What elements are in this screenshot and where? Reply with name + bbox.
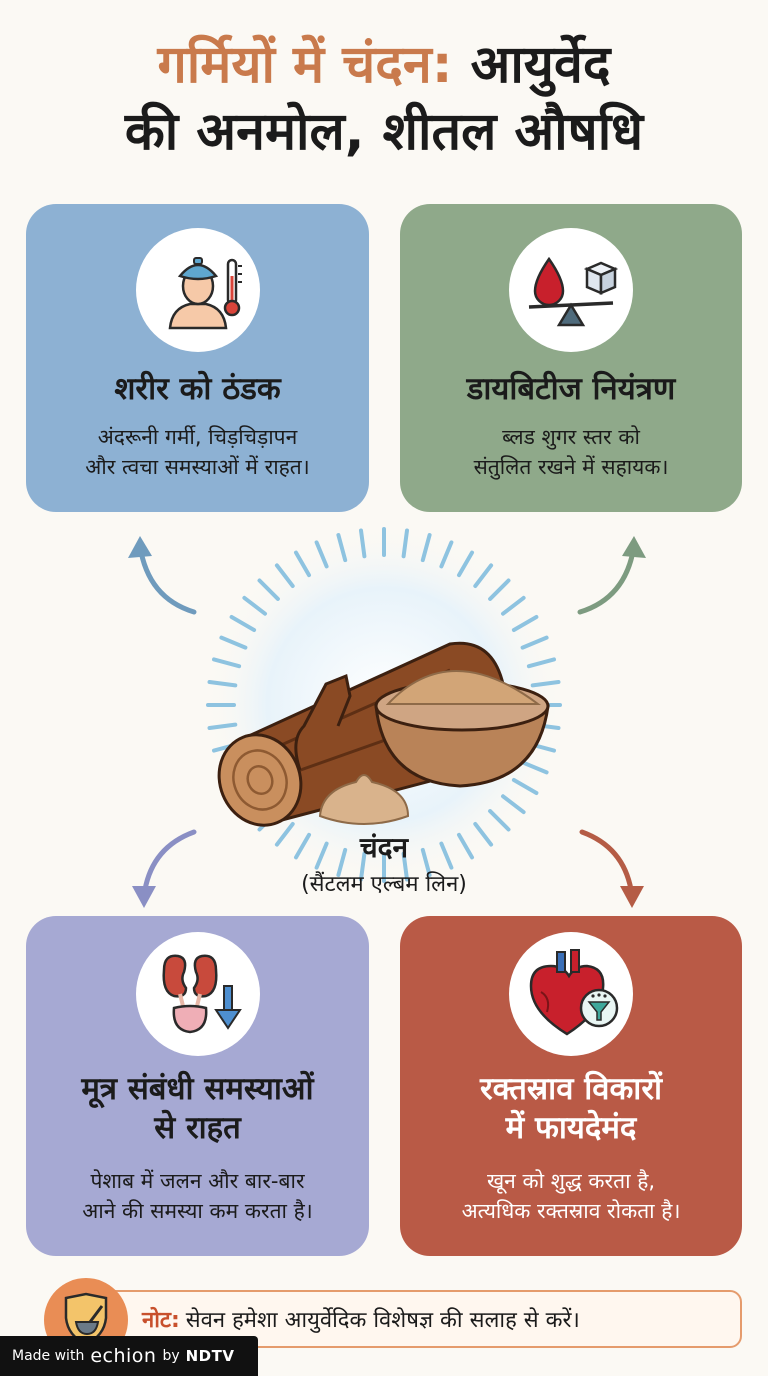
glow-ray bbox=[488, 578, 511, 601]
glow-ray bbox=[526, 657, 556, 669]
card-bleeding-disorders: रक्तस्राव विकारों में फायदेमंद खून को शु… bbox=[400, 916, 742, 1256]
cool-body-thermometer-icon bbox=[135, 228, 260, 352]
made-with-text: Made with bbox=[12, 1348, 85, 1364]
card-heading: शरीर को ठंडक bbox=[114, 371, 281, 407]
arrow-up-left-icon bbox=[128, 536, 197, 615]
glow-ray bbox=[229, 615, 257, 632]
echion-logo: echion bbox=[90, 1345, 157, 1367]
glow-ray bbox=[457, 550, 474, 578]
center-name: चंदन bbox=[359, 831, 409, 864]
glow-ray bbox=[401, 851, 409, 882]
glow-ray bbox=[274, 563, 295, 588]
card-text-line: अंदरूनी गर्मी, चिड़चिड़ापन bbox=[97, 425, 298, 449]
arrow-down-right-icon bbox=[579, 829, 644, 908]
blood-sugar-balance-icon bbox=[509, 228, 633, 352]
ndtv-logo: NDTV bbox=[185, 1347, 235, 1365]
card-heading: मूत्र संबंधी समस्याओं से राहत bbox=[26, 1070, 369, 1148]
glow-ray bbox=[294, 832, 311, 860]
note-label: नोट: bbox=[142, 1308, 180, 1333]
card-text-line: आने की समस्या कम करता है। bbox=[82, 1199, 313, 1224]
card-text: ब्लड शुगर स्तर को संतुलित रखने में सहायक… bbox=[400, 422, 742, 483]
card-heading-line: मूत्र संबंधी समस्याओं bbox=[81, 1071, 314, 1107]
made-with-banner: Made with echion by NDTV bbox=[0, 1336, 258, 1376]
note-text: सेवन हमेशा आयुर्वेदिक विशेषज्ञ की सलाह स… bbox=[185, 1308, 580, 1333]
card-text-line: ब्लड शुगर स्तर को bbox=[502, 425, 640, 449]
glow-ray bbox=[520, 760, 549, 775]
kidney-bladder-icon bbox=[135, 932, 260, 1056]
card-heading-line: रक्तस्राव विकारों bbox=[479, 1071, 663, 1107]
card-text-line: अत्यधिक रक्तस्राव रोकता है। bbox=[461, 1199, 681, 1224]
card-diabetes-control: डायबिटीज नियंत्रण ब्लड शुगर स्तर को संतु… bbox=[400, 204, 742, 512]
center-subtitle: (सैंटलम एल्बम लिन) bbox=[301, 872, 467, 897]
glow-ray bbox=[420, 847, 432, 877]
glow-ray bbox=[359, 528, 367, 559]
glow-ray bbox=[511, 615, 539, 632]
glow-ray bbox=[257, 578, 280, 601]
glow-ray bbox=[219, 635, 248, 650]
arrow-up-right-icon bbox=[577, 536, 646, 615]
glow-ray bbox=[473, 822, 494, 847]
by-text: by bbox=[162, 1348, 180, 1364]
card-text-line: संतुलित रखने में सहायक। bbox=[473, 455, 669, 480]
glow-ray bbox=[207, 680, 238, 688]
glow-ray bbox=[457, 832, 474, 860]
heart-filter-icon bbox=[509, 932, 633, 1056]
title-line-2: की अनमोल, शीतल औषधि bbox=[124, 101, 644, 162]
glow-ray bbox=[420, 533, 432, 563]
glow-ray bbox=[274, 822, 295, 847]
glow-ray bbox=[207, 722, 238, 730]
sandalwood-log-powder-icon bbox=[204, 525, 564, 885]
glow-ray bbox=[314, 540, 329, 569]
card-text-line: खून को शुद्ध करता है, bbox=[486, 1169, 656, 1193]
card-heading-line: में फायदेमंद bbox=[505, 1109, 637, 1146]
glow-ray bbox=[473, 563, 494, 588]
card-heading-line: से राहत bbox=[154, 1109, 241, 1146]
glow-ray bbox=[511, 778, 539, 795]
arrow-down-left-icon bbox=[132, 829, 197, 908]
card-heading: रक्तस्राव विकारों में फायदेमंद bbox=[400, 1070, 742, 1148]
glow-ray bbox=[530, 680, 561, 688]
glow-ray bbox=[401, 528, 409, 559]
note-banner: नोट: सेवन हमेशा आयुर्वेदिक विशेषज्ञ की स… bbox=[58, 1290, 742, 1348]
title-accent: गर्मियों में चंदन: bbox=[157, 35, 453, 95]
card-body-cooling: शरीर को ठंडक अंदरूनी गर्मी, चिड़चिड़ापन … bbox=[26, 204, 369, 512]
card-urinary-relief: मूत्र संबंधी समस्याओं से राहत पेशाब में … bbox=[26, 916, 369, 1256]
glow-ray bbox=[336, 847, 348, 877]
glow-ray bbox=[501, 794, 526, 815]
card-text-line: और त्वचा समस्याओं में राहत। bbox=[85, 455, 310, 480]
title-line-1: गर्मियों में चंदन: आयुर्वेद bbox=[0, 32, 768, 99]
card-text: अंदरूनी गर्मी, चिड़चिड़ापन और त्वचा समस्… bbox=[26, 422, 369, 483]
page-title: गर्मियों में चंदन: आयुर्वेद की अनमोल, शी… bbox=[0, 32, 768, 165]
card-text: पेशाब में जलन और बार-बार आने की समस्या क… bbox=[26, 1166, 369, 1227]
glow-ray bbox=[439, 841, 454, 870]
glow-ray bbox=[212, 657, 242, 669]
card-text-line: पेशाब में जलन और बार-बार bbox=[90, 1169, 305, 1193]
glow-ray bbox=[520, 635, 549, 650]
glow-ray bbox=[488, 809, 511, 832]
glow-ray bbox=[242, 595, 267, 616]
glow-ray bbox=[359, 851, 367, 882]
glow-ray bbox=[294, 550, 311, 578]
card-text: खून को शुद्ध करता है, अत्यधिक रक्तस्राव … bbox=[400, 1166, 742, 1227]
glow-ray bbox=[501, 595, 526, 616]
glow-ray bbox=[336, 533, 348, 563]
glow-ray bbox=[439, 540, 454, 569]
title-rest: आयुर्वेद bbox=[470, 35, 611, 95]
glow-ray bbox=[314, 841, 329, 870]
card-heading: डायबिटीज नियंत्रण bbox=[466, 371, 676, 407]
